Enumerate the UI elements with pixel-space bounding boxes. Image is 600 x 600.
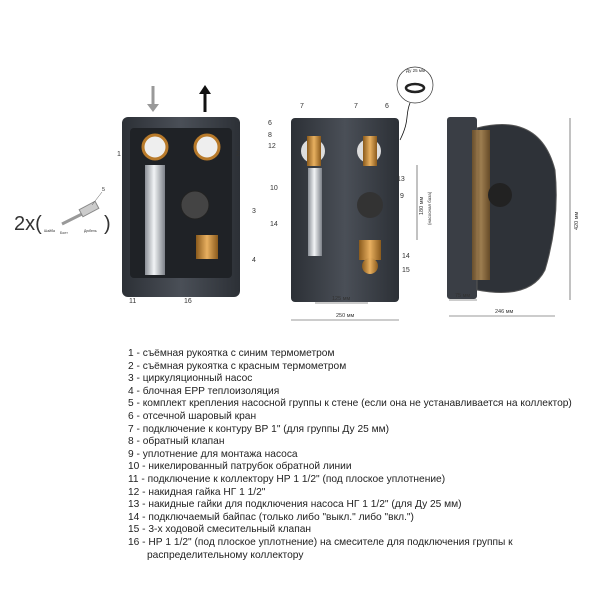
svg-text:14: 14 — [402, 253, 410, 260]
svg-text:11: 11 — [129, 298, 136, 305]
svg-text:3: 3 — [252, 208, 256, 215]
side-view: 420 мм 75 мм 246 мм — [447, 117, 580, 317]
legend-item: 15 - 3-х ходовой смесительный клапан — [128, 524, 312, 536]
dim-width: 250 мм — [336, 313, 354, 319]
legend-item: 6 - отсечной шаровый кран — [128, 410, 257, 422]
legend-item: 4 - блочная EPP теплоизоляция — [128, 385, 280, 397]
dim-axis: 125 мм — [332, 296, 350, 302]
svg-text:8: 8 — [268, 132, 272, 139]
kit-callout: 5 — [102, 187, 105, 193]
svg-text:4: 4 — [252, 257, 256, 264]
dim-depth: 246 мм — [495, 309, 513, 315]
svg-text:7: 7 — [300, 103, 304, 110]
front-view: 1 2 3 4 11 16 — [117, 85, 256, 305]
drawings: 2x( 5 Шайба Болт Дюбель ) 1 2 3 4 11 16 — [14, 66, 580, 321]
kit-close: ) — [104, 213, 111, 235]
dowel-icon — [78, 200, 100, 218]
kit-part-dowel: Дюбель — [84, 229, 97, 233]
legend: 1 - съёмная рукоятка с синим термометром… — [128, 348, 572, 562]
thermometer-blue — [141, 133, 169, 161]
legend-item: 9 - уплотнение для монтажа насоса — [128, 448, 298, 460]
kit-part-washer: Шайба — [44, 229, 55, 233]
legend-item: 2 - съёмная рукоятка с красным термометр… — [128, 360, 347, 372]
dim-pump-base: 180 мм — [419, 197, 425, 215]
svg-text:12: 12 — [268, 143, 276, 150]
section-view: Ду 25 мм 7 7 6 6 8 12 10 14 13 9 14 15 1… — [268, 66, 434, 321]
legend-item: 7 - подключение к контуру ВР 1" (для гру… — [128, 423, 390, 435]
insulation-cover — [476, 124, 557, 293]
dim-offset: 75 мм — [455, 293, 470, 299]
legend-item: 11 - подключение к коллектору НР 1 1/2" … — [128, 473, 446, 485]
legend-item: 10 - никелированный патрубок обратной ли… — [128, 461, 352, 473]
legend-item-continuation: распределительному коллектору — [147, 549, 304, 561]
svg-text:6: 6 — [385, 103, 389, 110]
svg-text:6: 6 — [268, 120, 272, 127]
legend-item: 12 - накидная гайка НГ 1 1/2" — [128, 486, 266, 498]
svg-text:7: 7 — [354, 103, 358, 110]
dim-pump-base-note: (насосная база) — [427, 191, 432, 225]
legend-item: 14 - подключаемый байпас (только либо "в… — [128, 511, 414, 523]
legend-item: 5 - комплект крепления насосной группы к… — [128, 398, 572, 410]
legend-item: 16 - НР 1 1/2" (под плоское уплотнение) … — [128, 536, 513, 548]
legend-item: 1 - съёмная рукоятка с синим термометром — [128, 348, 335, 359]
svg-text:2: 2 — [236, 151, 240, 158]
return-pipe — [145, 165, 165, 275]
legend-item: 8 - обратный клапан — [128, 436, 225, 448]
gasket-label: Ду 25 мм — [406, 68, 425, 73]
svg-text:16: 16 — [184, 298, 192, 305]
svg-text:1: 1 — [117, 151, 121, 158]
svg-text:13: 13 — [397, 176, 405, 183]
svg-text:9: 9 — [400, 193, 404, 200]
pump — [180, 190, 210, 220]
svg-text:14: 14 — [270, 221, 278, 228]
wall-mount-kit: 2x( 5 Шайба Болт Дюбель ) — [14, 187, 111, 235]
gasket-icon — [404, 82, 426, 94]
kit-multiplier: 2x( — [14, 213, 42, 235]
insulation-back — [447, 117, 477, 299]
thermometer-red — [193, 133, 221, 161]
svg-text:10: 10 — [270, 185, 278, 192]
svg-text:15: 15 — [402, 267, 410, 274]
legend-item: 13 - накидные гайки для подключения насо… — [128, 499, 462, 511]
legend-item: 3 - циркуляционный насос — [128, 373, 253, 385]
kit-part-bolt: Болт — [60, 231, 68, 235]
dim-height: 420 мм — [574, 212, 580, 230]
mixing-valve — [196, 235, 218, 259]
